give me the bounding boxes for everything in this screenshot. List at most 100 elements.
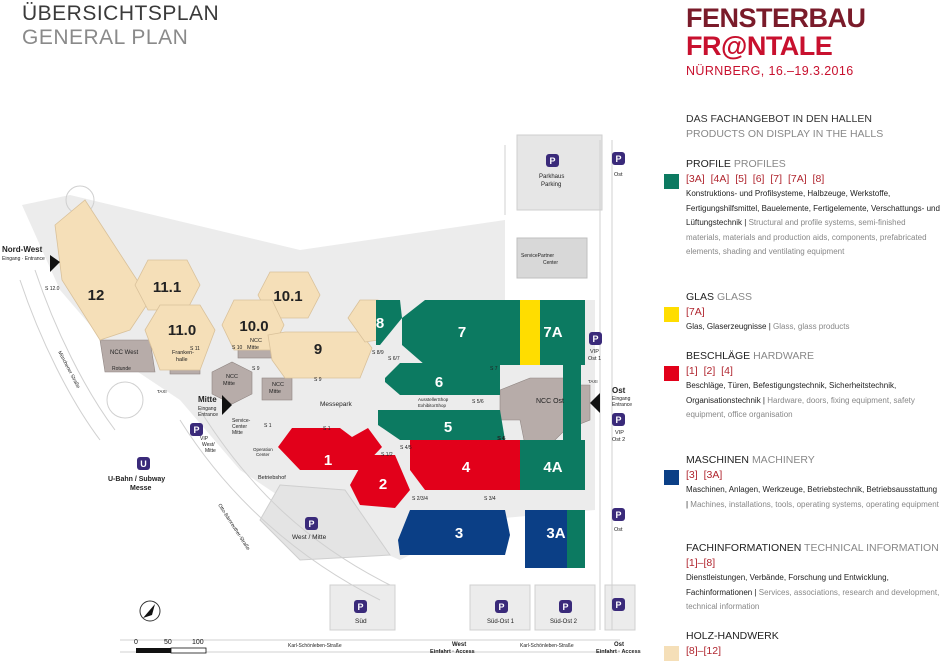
label-sued-ost1: Süd-Ost 1 — [487, 619, 515, 625]
label-servicepartner-1: ServicePartner — [521, 253, 554, 259]
label-karl-strasse-1: Karl-Schönleben-Straße — [288, 643, 342, 649]
hall-12-shape — [54, 199, 151, 341]
passage-s34: S 3/4 — [484, 496, 496, 502]
hall-3-shape — [398, 510, 510, 555]
scale-zero: 0 — [134, 639, 138, 646]
label-ost-einfahrt-2: Einfahrt · Access — [596, 649, 641, 655]
category-halls: [3] [3A] — [686, 469, 723, 481]
label-ncc-ost: NCC Ost — [536, 398, 564, 405]
parking-icon-sued: P — [354, 600, 367, 613]
legend-heading-de: DAS FACHANGEBOT IN DEN HALLEN — [686, 113, 872, 125]
legend-swatch-maschinen — [664, 470, 679, 485]
label-ncc-mitte-a2: Mitte — [223, 381, 235, 387]
category-title-de: BESCHLÄGE — [686, 350, 751, 362]
category-title-de: FACHINFORMATIONEN — [686, 542, 802, 554]
category-title-de: PROFILE — [686, 158, 731, 170]
label-vip-ost2-b: Ost 2 — [612, 437, 625, 443]
category-desc-de: Maschinen, Anlagen, Werkzeuge, Betriebst… — [686, 485, 938, 509]
label-ncc-west: NCC West — [110, 350, 139, 356]
category-desc-de: Dienstleistungen, Verbände, Forschung un… — [686, 573, 889, 597]
subway-icon: U — [137, 457, 150, 470]
passage-s1: S 1 — [323, 426, 331, 432]
hall-7-shape — [402, 300, 520, 365]
title-english: GENERAL PLAN — [22, 26, 189, 49]
label-nord-west: Nord-West — [2, 245, 43, 254]
hall-label-3a: 3A — [546, 525, 565, 542]
category-desc-en: Services, associations, research and dev… — [686, 587, 940, 612]
category-halls: [7A] — [686, 306, 705, 318]
roads — [19, 140, 620, 653]
beige-halls — [54, 199, 379, 379]
label-vip-ost2-a: VIP — [615, 430, 624, 436]
passage-s7: S 7 — [490, 366, 498, 372]
svg-text:P: P — [562, 602, 568, 612]
passage-s12b: S 1/2 — [381, 452, 393, 458]
label-ost-sub1: Eingang — [612, 396, 631, 402]
label-ost-einfahrt-1: Ost — [614, 642, 624, 648]
hall-1-shape — [278, 428, 382, 470]
passage-s45: S 4/5 — [400, 445, 412, 451]
label-operation-center-1: Operation — [253, 447, 273, 452]
legend-swatch-profile — [664, 174, 679, 189]
hall-label-7: 7 — [458, 324, 466, 341]
passage-s11: S 11 — [190, 346, 200, 352]
passage-s4: S 4 — [497, 436, 505, 442]
label-vip-west-b: West/ — [202, 442, 215, 448]
parking-icon-vip-west: P — [190, 423, 203, 436]
passage-s56: S 5/6 — [472, 399, 484, 405]
svg-text:P: P — [615, 154, 621, 164]
label-sued-ost2: Süd-Ost 2 — [550, 619, 578, 625]
hall-label-11-0: 11.0 — [168, 322, 196, 339]
passage-s9b: S 9 — [314, 377, 322, 383]
label-parkhaus-2: Parking — [541, 182, 561, 188]
hall-9-shape — [267, 331, 373, 379]
hall-label-4: 4 — [462, 459, 471, 476]
svg-text:U: U — [140, 459, 147, 469]
site-map: 12 11.1 11.0 10.1 10.0 9 8 7 7A 6 5 4A 4… — [2, 134, 641, 655]
hall-6-shape — [385, 363, 500, 395]
parking-icon-sued-ost1: P — [495, 600, 508, 613]
mitte-entrance-icon — [222, 395, 232, 415]
hall-11-0-shape — [144, 304, 216, 371]
label-operation-center-2: Center — [256, 452, 270, 457]
label-karl-strasse-2: Karl-Schönleben-Straße — [520, 643, 574, 649]
hall-label-9: 9 — [314, 341, 322, 358]
category-desc-de: Glas, Glaserzeugnisse | — [686, 322, 771, 331]
parking-icon-ost-2: P — [612, 508, 625, 521]
parking-icon-vip-ost1: P — [589, 332, 602, 345]
parking-icon-ost-3: P — [612, 598, 625, 611]
category-title-de: MASCHINEN — [686, 454, 750, 466]
green-halls — [376, 300, 585, 568]
parking-icon-ost-1: P — [612, 152, 625, 165]
hall-4-shape — [410, 440, 520, 490]
ost-entrance-icon — [590, 393, 600, 413]
passage-s10: S 10 — [232, 345, 243, 351]
compass-icon — [139, 600, 161, 622]
scale-hundred: 100 — [192, 639, 204, 646]
brand-logo: FENSTERBAU FR@NTALE NÜRNBERG, 16.–19.3.2… — [686, 4, 936, 78]
label-nord-west-sub: Eingang · Entrance — [2, 256, 45, 262]
svg-text:P: P — [549, 156, 555, 166]
label-rotunde: Rotunde — [112, 366, 131, 372]
brand-line-1: FENSTERBAU — [686, 3, 866, 33]
hall-label-11-1: 11.1 — [153, 279, 181, 296]
parking-icons: P P P P P P P P P P P U — [137, 152, 625, 613]
hall-7a-left-shape — [540, 300, 585, 365]
category-title-en: PROFILES — [733, 158, 786, 170]
label-ost-p1: Ost — [614, 172, 623, 178]
category-halls: [8]–[12] — [686, 645, 722, 657]
label-vip-ost1-b: Ost 1 — [588, 356, 601, 362]
label-ost-p2: Ost — [614, 527, 623, 533]
hall-11-1-shape — [134, 259, 201, 311]
hall-2-shape — [350, 455, 410, 508]
label-ausstellershop-2: ExhibitorShop — [418, 403, 447, 408]
hall-7a-yellow-shape — [520, 300, 540, 365]
hall-label-2: 2 — [379, 476, 387, 493]
label-ost: Ost — [612, 386, 626, 395]
category-title-en: TECHNICAL INFORMATION — [804, 542, 939, 554]
legend-swatch-beschlaege — [664, 366, 679, 381]
category-halls: [1]–[8] — [686, 557, 716, 569]
brand-line-2: FR@NTALE — [686, 31, 833, 61]
label-ncc-mitte-b1: NCC — [250, 338, 262, 344]
label-taxi-1: TAXI — [157, 389, 167, 394]
